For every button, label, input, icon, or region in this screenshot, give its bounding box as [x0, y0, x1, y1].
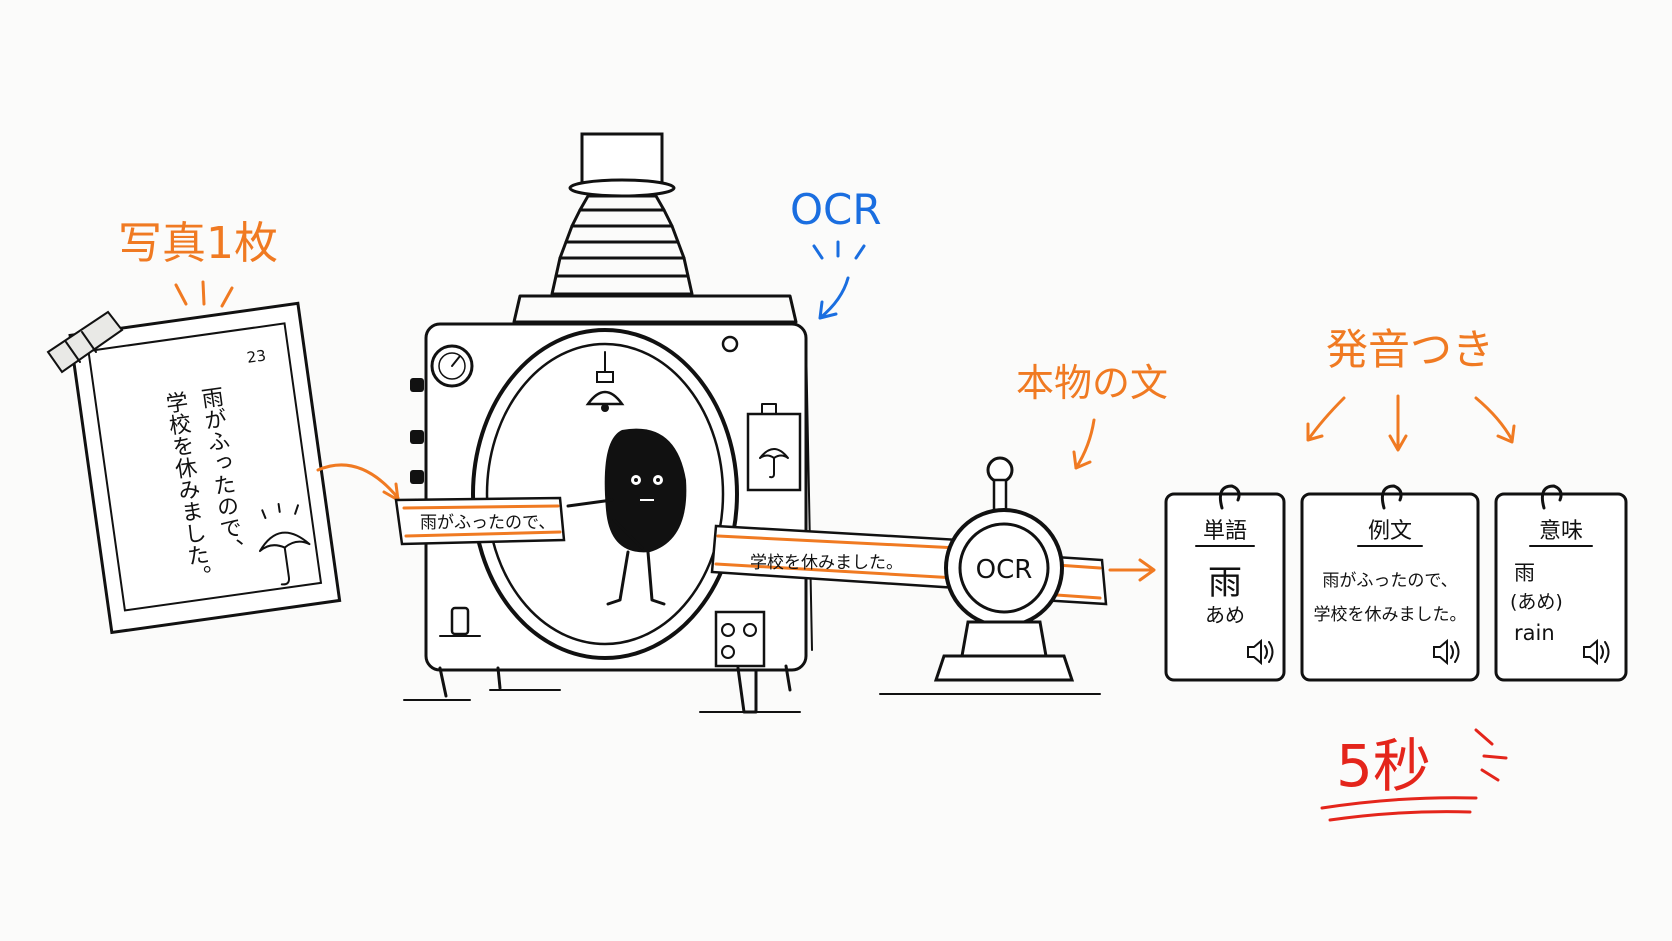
card-meaning-line2: (あめ)	[1510, 591, 1563, 613]
speaker-icon	[1583, 638, 1610, 666]
time-label-text: 5秒	[1336, 732, 1431, 800]
ocr-emphasis-lines	[812, 240, 866, 260]
with-audio-label: 発音つき	[1306, 325, 1516, 452]
card-example-line1: 雨がふったので、	[1322, 571, 1457, 591]
photo-label: 写真1枚	[118, 218, 278, 308]
machine-notice	[746, 403, 802, 492]
gauge-icon	[430, 344, 474, 388]
card-word-line1: 雨	[1208, 563, 1242, 603]
umbrella-icon	[258, 503, 311, 586]
photo-card-inner	[87, 322, 323, 612]
umbrella-icon	[759, 448, 789, 479]
time-emphasis-lines	[1474, 728, 1508, 782]
card-meaning: 意味 雨 (あめ) rain	[1494, 484, 1628, 682]
card-example: 例文 雨がふったので、 学校を休みました。	[1300, 484, 1480, 682]
card-meaning-title: 意味	[1539, 519, 1583, 544]
ocr-label: OCR	[790, 185, 882, 320]
photo-page-number: 23	[246, 346, 267, 366]
speaker-icon	[1247, 638, 1274, 666]
ribbon-left-text: 雨がふったので、	[420, 513, 555, 533]
speaker-icon	[1433, 638, 1460, 666]
mascot-character	[566, 428, 687, 606]
ocr-arrow	[818, 276, 850, 320]
real-sentence-arrow	[1072, 418, 1096, 470]
with-audio-text: 発音つき	[1326, 325, 1494, 374]
photo-label-text: 写真1枚	[118, 218, 278, 269]
card-example-title: 例文	[1368, 519, 1412, 544]
arrow-reader-to-cards	[1108, 558, 1156, 582]
card-word-line2: あめ	[1205, 603, 1245, 627]
time-underline	[1320, 796, 1478, 822]
card-word-title: 単語	[1203, 519, 1247, 544]
photo-emphasis-lines	[174, 280, 234, 308]
lamp-icon	[585, 351, 625, 412]
card-meaning-line1: 雨	[1514, 561, 1535, 585]
audio-arrow-left	[1306, 396, 1346, 442]
arrow-photo-to-machine	[316, 463, 400, 502]
ocr-disc-text: OCR	[976, 555, 1033, 585]
card-example-line2: 学校を休みました。	[1314, 605, 1467, 625]
ribbon-right-text: 学校を休みました。	[750, 553, 903, 573]
audio-arrow-right	[1474, 396, 1516, 444]
time-label: 5秒	[1320, 728, 1508, 822]
audio-arrow-center	[1388, 394, 1408, 452]
photo-card: 23 雨がふったので、 学校を休みました。	[68, 301, 342, 635]
photo-tape	[46, 310, 124, 374]
card-word: 単語 雨 あめ	[1164, 484, 1286, 682]
card-meaning-line3: rain	[1514, 621, 1555, 645]
ocr-label-text: OCR	[790, 185, 882, 234]
ocr-reader: OCR	[879, 456, 1101, 695]
real-sentence-text: 本物の文	[1016, 361, 1168, 405]
ocr-machine	[403, 132, 813, 714]
real-sentence-label: 本物の文	[1016, 361, 1168, 470]
photo-card-frame	[68, 301, 342, 635]
